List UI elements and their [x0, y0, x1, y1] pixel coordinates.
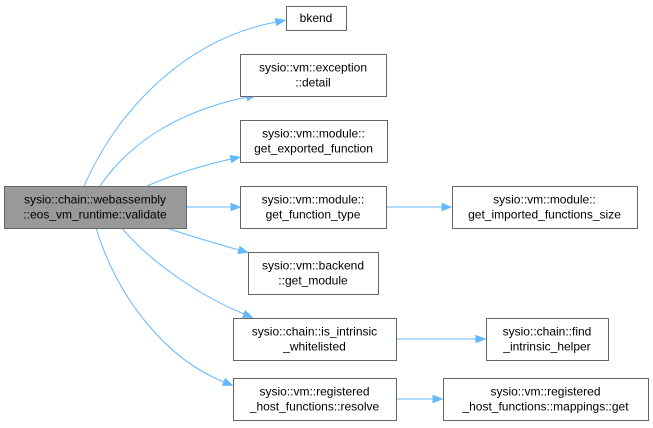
node-box — [240, 186, 387, 229]
edge-validate-to-get_exported_function — [146, 154, 242, 187]
node-label-line: ::get_module — [278, 274, 348, 288]
node-label-line: _whitelisted — [282, 340, 346, 354]
node-get-exported-function[interactable]: sysio::vm::module::get_exported_function — [240, 120, 388, 163]
edge-arrowhead — [432, 394, 444, 404]
edge-validate-to-exception_detail — [99, 92, 258, 187]
edge-validate-to-get_module — [166, 227, 249, 254]
node-label-line: _host_functions::mappings::get — [461, 400, 629, 414]
edge-line — [146, 158, 232, 187]
edge-arrowhead — [237, 245, 249, 254]
node-label-line: sysio::vm::exception — [259, 61, 367, 75]
node-label-line: _intrinsic_helper — [502, 340, 590, 354]
node-box — [240, 120, 388, 163]
node-box — [248, 252, 379, 295]
node-exception-detail[interactable]: sysio::vm::exception::detail — [240, 54, 387, 97]
node-label-line: sysio::vm::module:: — [493, 193, 596, 207]
node-find-intrinsic-helper[interactable]: sysio::chain::find_intrinsic_helper — [486, 318, 609, 361]
edge-arrowhead — [221, 377, 234, 386]
node-is-intrinsic-whitelisted[interactable]: sysio::chain::is_intrinsic_whitelisted — [233, 318, 397, 361]
edge-validate-to-resolve — [95, 227, 234, 386]
node-validate[interactable]: sysio::chain::webassembly::eos_vm_runtim… — [4, 186, 187, 229]
node-label-line: _host_functions::resolve — [249, 400, 380, 414]
edge-arrowhead — [230, 202, 242, 212]
node-label-line: bkend — [300, 11, 333, 25]
edge-arrowhead — [241, 309, 254, 318]
node-label-line: sysio::chain::find — [503, 325, 592, 339]
node-box — [4, 186, 187, 229]
edge-line — [99, 96, 248, 187]
node-label-line: sysio::vm::module:: — [262, 127, 365, 141]
node-resolve[interactable]: sysio::vm::registered_host_functions::re… — [233, 378, 397, 421]
edge-arrowhead — [441, 202, 453, 212]
edge-line — [95, 227, 225, 383]
node-get-imported-functions-size[interactable]: sysio::vm::module::get_imported_function… — [452, 186, 638, 229]
node-label-line: sysio::chain::is_intrinsic — [252, 325, 377, 339]
edge-arrowhead — [475, 334, 487, 344]
node-box — [286, 6, 347, 31]
node-label-line: sysio::vm::module:: — [262, 193, 365, 207]
node-bkend[interactable]: bkend — [286, 6, 347, 31]
node-label-line: get_function_type — [266, 208, 361, 222]
node-box — [233, 378, 397, 421]
edge-line — [83, 21, 277, 187]
node-label-line: get_exported_function — [254, 142, 373, 156]
edge-line — [121, 227, 245, 315]
edge-validate-to-get_function_type — [186, 202, 242, 212]
node-label-line: sysio::vm::registered — [259, 385, 369, 399]
node-label-line: sysio::chain::webassembly — [24, 193, 166, 207]
node-box — [452, 186, 638, 229]
edge-validate-to-is_intrinsic_whitelisted — [121, 227, 254, 318]
node-label-line: ::detail — [295, 76, 330, 90]
node-label-line: get_imported_functions_size — [468, 208, 621, 222]
node-label-line: ::eos_vm_runtime::validate — [23, 208, 167, 222]
node-get-module[interactable]: sysio::vm::backend::get_module — [248, 252, 379, 295]
nodes-layer: sysio::chain::webassembly::eos_vm_runtim… — [4, 6, 649, 421]
node-box — [443, 378, 649, 421]
node-box — [486, 318, 609, 361]
node-label-line: sysio::vm::backend — [262, 259, 364, 273]
node-box — [233, 318, 397, 361]
edge-is_intrinsic_whitelisted-to-find_intrinsic_helper — [396, 334, 487, 344]
node-mappings-get[interactable]: sysio::vm::registered_host_functions::ma… — [443, 378, 649, 421]
node-label-line: sysio::vm::registered — [490, 385, 600, 399]
node-box — [240, 54, 387, 97]
node-get-function-type[interactable]: sysio::vm::module::get_function_type — [240, 186, 387, 229]
edge-resolve-to-mappings_get — [396, 394, 444, 404]
edge-validate-to-bkend — [83, 17, 287, 187]
edge-line — [166, 227, 240, 251]
edge-arrowhead — [229, 154, 242, 164]
edge-get_function_type-to-get_imported_functions_size — [386, 202, 453, 212]
edge-arrowhead — [274, 17, 287, 27]
